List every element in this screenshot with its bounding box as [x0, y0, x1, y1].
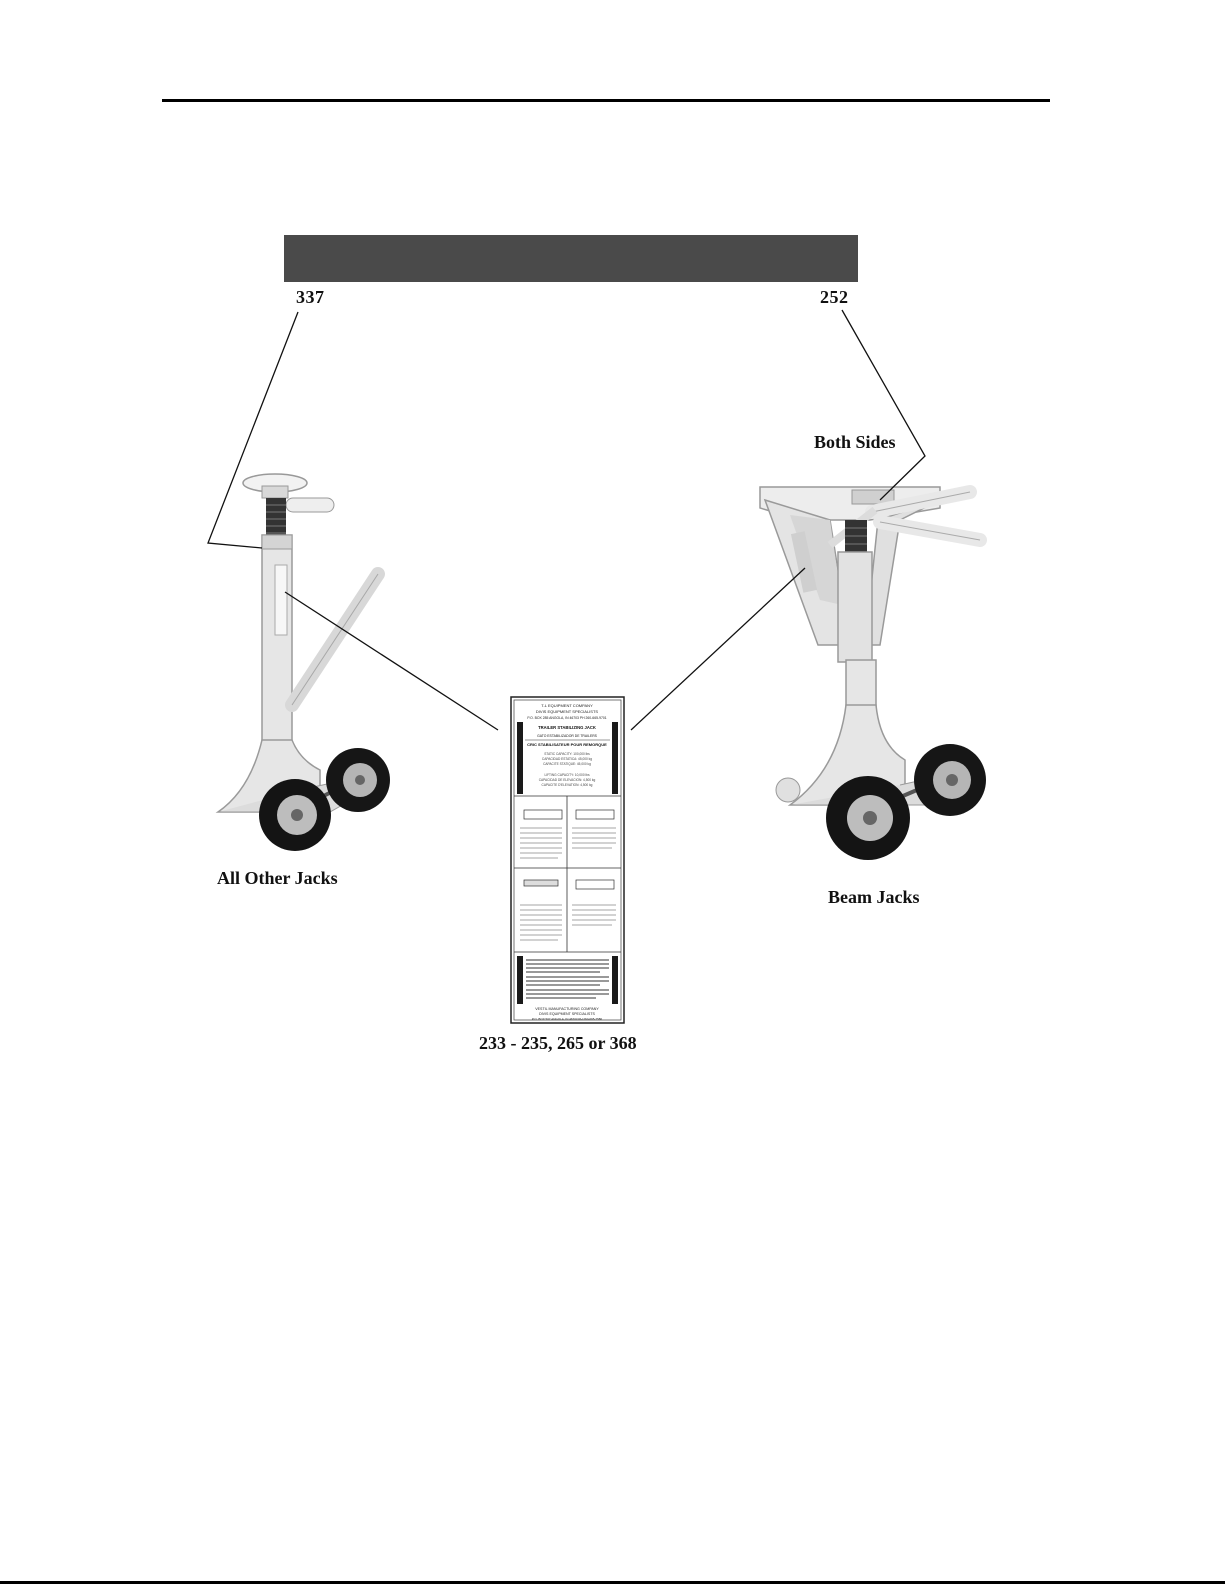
ref-252: 252	[820, 287, 849, 307]
decal-capacity-5: CAPACIDAD DE ELEVACION: 4,500 kg	[539, 778, 596, 782]
right-jack-image	[759, 485, 987, 860]
caption-all-other-jacks: All Other Jacks	[217, 868, 338, 888]
decal-capacity-2: CAPACIDAD ESTATICA: 45,000 kg	[542, 757, 592, 761]
decal-footer-2: DIVIS EQUIPMENT SPECIALISTS	[539, 1012, 595, 1016]
decal-capacity-6: CAPACITE D'ELEVATION: 4,500 kg	[542, 783, 593, 787]
decal-capacity-3: CAPACITE STATIQUE: 45,000 kg	[543, 762, 591, 766]
leader-lines	[207, 309, 926, 731]
decal-title-fr: CRIC STABILISATEUR POUR REMORQUE	[527, 742, 607, 747]
decal-title-es: GATO ESTABILIZADOR DE TRAILERS	[537, 734, 598, 738]
top-rule	[162, 99, 1050, 102]
ref-337: 337	[296, 287, 325, 307]
leader-337	[207, 311, 299, 549]
decal-title-en: TRAILER STABILIZING JACK	[538, 725, 596, 730]
leader-252	[841, 309, 926, 501]
decal-footer-1: VESTIL MANUFACTURING COMPANY	[535, 1007, 599, 1011]
ref-decal-numbers: 233 - 235, 265 or 368	[479, 1033, 637, 1053]
decal-image: T-L EQUIPMENT COMPANY DIVIS EQUIPMENT SP…	[510, 696, 625, 1024]
decal-header-3: P.O. BOX 285 ANGOLA, IN 46703 PH 260-665…	[527, 716, 606, 720]
leader-decal-right	[630, 567, 806, 731]
decal-capacity-4: LIFTING CAPACITY: 10,000 lbs	[544, 773, 590, 777]
header-bar	[284, 235, 858, 282]
bottom-rule	[0, 1581, 1225, 1584]
left-jack-image	[215, 473, 390, 851]
leader-decal-left	[284, 591, 499, 731]
decal-footer-3: P.O. BOX 507 ANGOLA, IN 46703 PH 260-665…	[532, 1017, 602, 1021]
caption-beam-jacks: Beam Jacks	[828, 887, 920, 907]
decal-header-2: DIVIS EQUIPMENT SPECIALISTS	[536, 709, 598, 714]
caption-both-sides: Both Sides	[814, 432, 896, 452]
decal-capacity-1: STATIC CAPACITY: 100,000 lbs	[544, 752, 590, 756]
decal-header-1: T-L EQUIPMENT COMPANY	[541, 703, 593, 708]
